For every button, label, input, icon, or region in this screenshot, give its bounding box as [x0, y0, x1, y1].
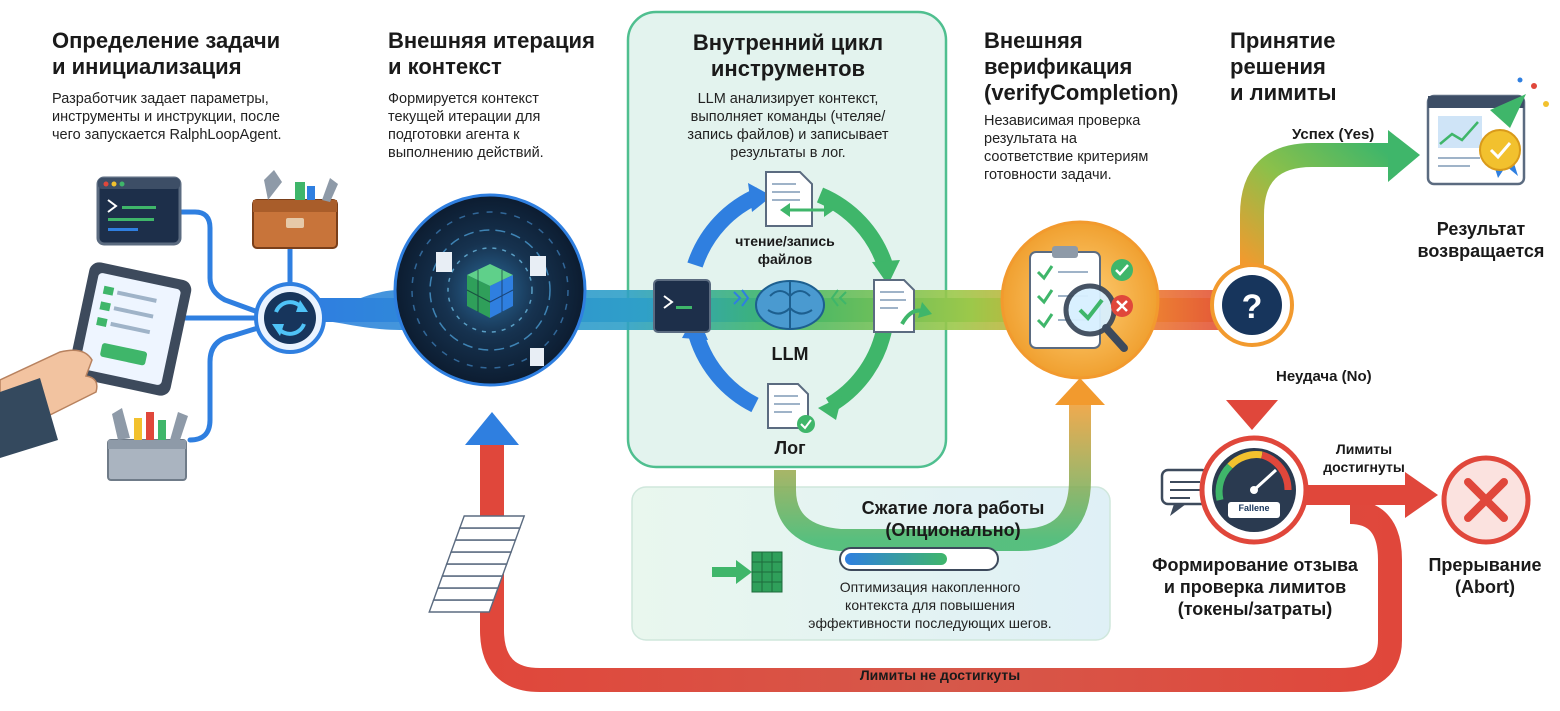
return-loop-arrowhead: [465, 412, 519, 445]
return-loop: [480, 440, 1402, 692]
yes-branch: [1240, 143, 1390, 270]
terminal-icon: [96, 176, 182, 246]
feedback-label: Формирование отзыва и проверка лимитов (…: [1152, 555, 1358, 619]
result-label: Результат возвращается: [1417, 219, 1545, 261]
abort-label: Прерывание (Abort): [1428, 555, 1542, 597]
abort-arrowhead: [1405, 472, 1438, 518]
init-title: Определение задачи и инициализация: [52, 28, 281, 79]
compress-link: [774, 400, 1091, 551]
verify-up-arrowhead: [1055, 378, 1105, 405]
limits-reached-label: Лимиты достигнуты: [1323, 441, 1405, 475]
inner-title: Внутренний цикл инструментов: [692, 30, 884, 81]
gauge-icon: [1199, 435, 1309, 545]
failure-label: Неудача (No): [1276, 368, 1372, 385]
file-exchange-icon: [765, 171, 834, 227]
question-icon: ?: [1210, 263, 1294, 347]
brain-icon: [733, 280, 847, 330]
decision-title: Принятие решения и лимиты: [1230, 28, 1337, 105]
rw-label: чтение/запись файлов: [735, 233, 835, 267]
gauge-text: Fallene: [1238, 503, 1270, 513]
inner-loop-ring: [687, 187, 893, 413]
compress-desc: Оптимизация накопленного контекста для п…: [808, 579, 1052, 631]
inner-desc: LLM анализирует контекст, выполняет кома…: [687, 91, 889, 161]
cube-vortex-icon: [393, 193, 587, 387]
ring-arrowhead-2: [872, 260, 900, 285]
yes-arrowhead: [1388, 130, 1420, 182]
abort-icon: [1441, 455, 1531, 545]
llm-label: LLM: [771, 344, 809, 364]
no-arrowhead: [1226, 400, 1278, 430]
document-stack-icon: [428, 515, 783, 613]
svg-text:?: ?: [1242, 288, 1263, 326]
toolbox-icon: [252, 170, 338, 249]
refresh-icon: [254, 282, 326, 354]
loop-label: Лимиты не достигкуты: [859, 667, 1021, 683]
compress-title: Сжатие лога работы (Опционально): [861, 498, 1045, 540]
compress-progress-fill: [845, 553, 947, 565]
tablet-hand-icon: [0, 262, 192, 458]
input-connectors: [177, 209, 293, 443]
tools-icon: [107, 408, 188, 481]
init-desc: Разработчик задает параметры, инструмент…: [52, 91, 282, 143]
verify-title: Внешняя верификация (verifyCompletion): [984, 28, 1179, 105]
log-label: Лог: [774, 438, 806, 458]
award-document-icon: [1426, 77, 1549, 186]
log-file-icon: [767, 383, 815, 433]
file-edit-icon: [873, 279, 932, 333]
verify-desc: Независимая проверка результата на соотв…: [984, 113, 1149, 183]
checklist-magnifier-icon: [1000, 220, 1160, 380]
success-label: Успех (Yes): [1292, 126, 1375, 143]
ring-arrowhead-1: [748, 183, 772, 212]
terminal-icon-inner: [653, 279, 711, 333]
ring-arrowhead-3: [818, 396, 842, 420]
outer-desc: Формируется контекст текущей итерации дл…: [388, 91, 544, 161]
outer-title: Внешняя итерация и контекст: [388, 28, 595, 79]
